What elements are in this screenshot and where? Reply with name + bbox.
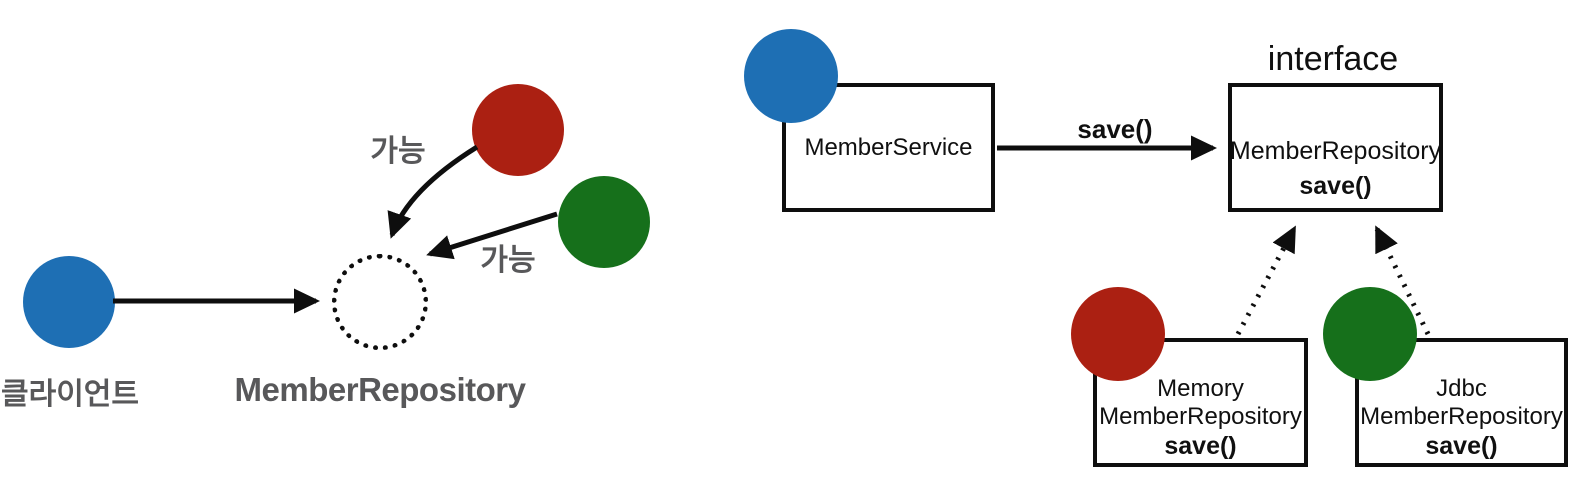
possible-label-green: 가능 <box>480 244 536 277</box>
memory-implements-arrow <box>1235 225 1297 336</box>
jdbc-member-repository-box: Jdbc MemberRepository save() <box>1355 338 1568 467</box>
jdbc-title-line1: Jdbc <box>1436 375 1487 402</box>
client-circle <box>23 256 115 348</box>
member-service-circle <box>744 29 838 123</box>
jdbc-implements-arrow <box>1374 225 1431 336</box>
client-label: 클라이언트 <box>1 378 139 411</box>
member-service-title: MemberService <box>804 133 973 161</box>
interface-stereotype-label: interface <box>1267 40 1399 78</box>
jdbc-option-circle <box>558 176 650 268</box>
repository-label: MemberRepository <box>234 371 526 408</box>
red-possible-arrow <box>387 144 479 239</box>
memory-title-line2: MemberRepository <box>1099 403 1302 430</box>
member-repository-save-method: save() <box>1299 172 1372 200</box>
jdbc-title-line2: MemberRepository <box>1360 403 1563 430</box>
memory-member-repository-box: Memory MemberRepository save() <box>1093 338 1308 467</box>
green-possible-arrow <box>426 211 558 260</box>
memory-option-circle <box>472 84 564 176</box>
jdbc-save-method: save() <box>1425 432 1498 460</box>
possible-label-red: 가능 <box>370 135 426 168</box>
repository-placeholder-circle <box>332 254 428 350</box>
member-repository-title: MemberRepository <box>1229 137 1442 165</box>
member-repository-interface-box: MemberRepository save() <box>1228 83 1443 212</box>
jdbc-member-repository-circle <box>1323 287 1417 381</box>
save-arrow-label: save() <box>1077 114 1153 144</box>
memory-title-line1: Memory <box>1157 375 1244 402</box>
memory-member-repository-circle <box>1071 287 1165 381</box>
memory-save-method: save() <box>1164 432 1237 460</box>
